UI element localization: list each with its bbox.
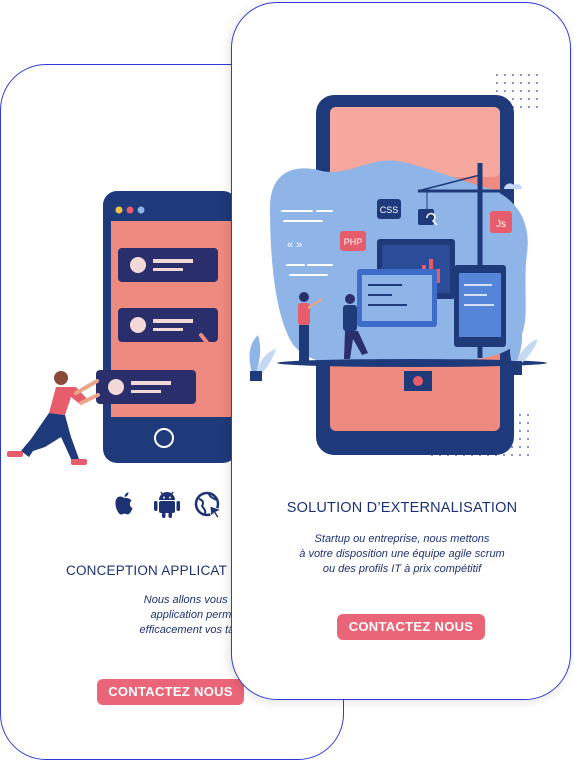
js-badge: Js bbox=[496, 219, 506, 230]
card-description-line: ou des profils IT à prix compétitif bbox=[322, 563, 482, 575]
phone-illustration bbox=[7, 191, 237, 465]
card-title: SOLUTION D’EXTERNALISATION bbox=[286, 500, 518, 516]
card-description-line: Startup ou entreprise, nous mettons bbox=[314, 533, 490, 545]
contact-button[interactable]: CONTACTEZ NOUS bbox=[97, 679, 244, 705]
outsourcing-illustration: « » CSS PHP Js bbox=[249, 74, 547, 456]
apple-icon bbox=[115, 492, 133, 515]
web-icon bbox=[194, 491, 222, 519]
card-description-line: à votre disposition une équipe agile scr… bbox=[299, 548, 505, 560]
contact-button[interactable]: CONTACTEZ NOUS bbox=[337, 614, 485, 640]
android-icon bbox=[154, 491, 180, 518]
svg-text:« »: « » bbox=[287, 239, 302, 251]
php-badge: PHP bbox=[344, 237, 363, 247]
css-badge: CSS bbox=[380, 205, 399, 215]
outsourcing-card: « » CSS PHP Js bbox=[231, 2, 571, 700]
card-title: CONCEPTION APPLICAT bbox=[66, 563, 228, 578]
